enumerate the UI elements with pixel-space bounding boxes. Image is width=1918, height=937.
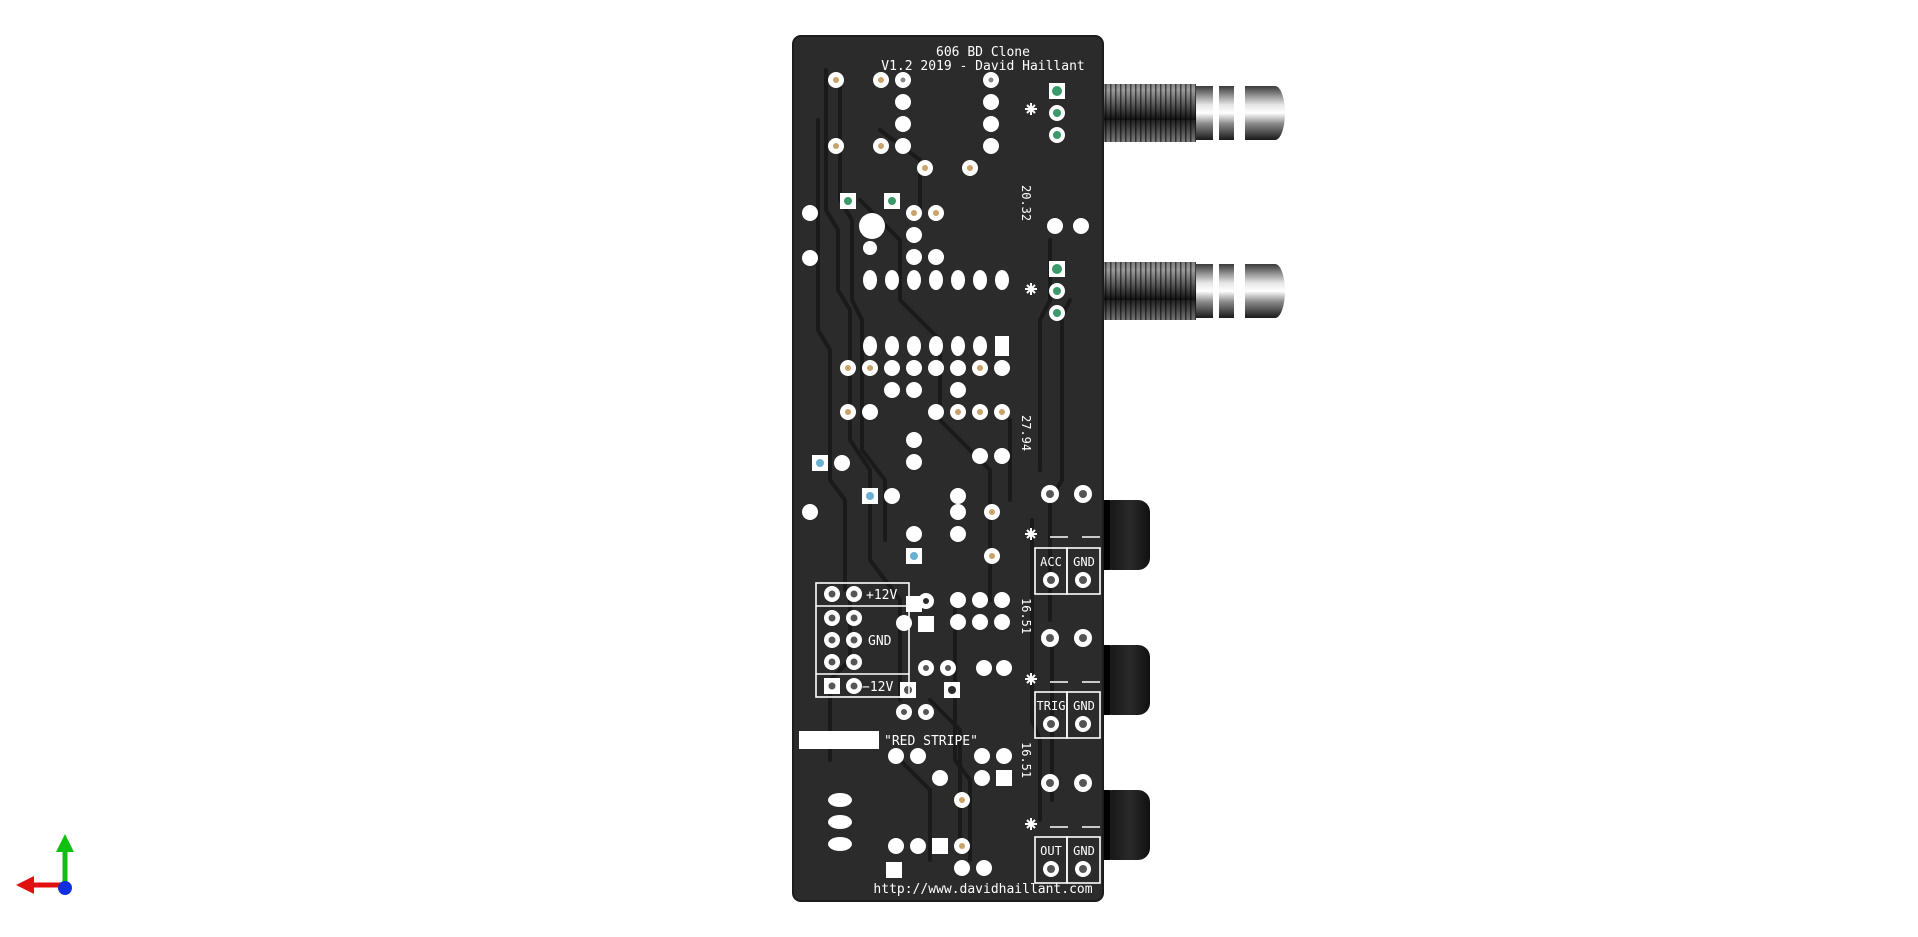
jack-label-out-gnd: GND bbox=[1073, 844, 1095, 858]
red-stripe-label: "RED STRIPE" bbox=[884, 734, 978, 749]
star-marks bbox=[1025, 103, 1037, 830]
power-label-plus12v: +12V bbox=[866, 588, 897, 603]
dimension-label-3: 16.51 bbox=[1019, 598, 1033, 634]
power-label-gnd: GND bbox=[868, 634, 892, 649]
jack-body-trig bbox=[1100, 645, 1150, 715]
rca-pads-top bbox=[1049, 83, 1065, 143]
dimension-label-1: 20.32 bbox=[1019, 185, 1033, 221]
rca-connector-bottom bbox=[1078, 262, 1285, 320]
rca-connector-top bbox=[1078, 84, 1285, 142]
board-url: http://www.davidhaillant.com bbox=[873, 882, 1092, 897]
jack-trig-footprint bbox=[1034, 681, 1101, 739]
jack-label-trig: TRIG bbox=[1037, 699, 1066, 713]
board-version: V1.2 2019 - David Haillant bbox=[881, 59, 1085, 74]
jack-label-trig-gnd: GND bbox=[1073, 699, 1095, 713]
dimension-label-4: 16.51 bbox=[1019, 742, 1033, 778]
board-title: 606 BD Clone bbox=[936, 45, 1030, 60]
red-stripe-marker bbox=[799, 731, 879, 749]
power-label-minus12v: −12V bbox=[862, 680, 893, 695]
jack-body-out bbox=[1100, 790, 1150, 860]
jack-body-acc bbox=[1100, 500, 1150, 570]
jack-out-footprint bbox=[1034, 826, 1101, 884]
jack-label-acc: ACC bbox=[1040, 555, 1062, 569]
jack-label-acc-gnd: GND bbox=[1073, 555, 1095, 569]
power-header bbox=[815, 582, 910, 698]
rca-pads-bottom bbox=[1049, 261, 1065, 321]
xyz-axis-icon[interactable] bbox=[10, 830, 80, 900]
component-pads bbox=[802, 72, 1092, 878]
dimension-label-2: 27.94 bbox=[1019, 415, 1033, 451]
jack-acc-footprint bbox=[1034, 536, 1101, 595]
jack-label-out: OUT bbox=[1040, 844, 1062, 858]
